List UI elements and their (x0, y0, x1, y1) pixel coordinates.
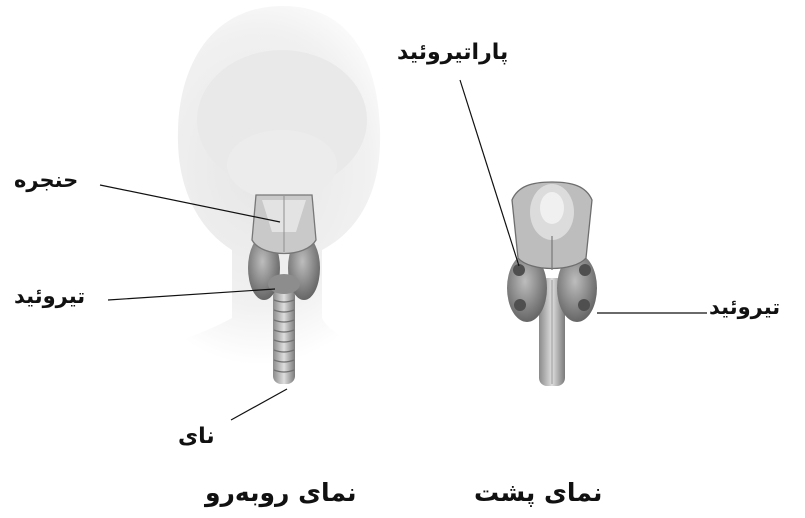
thyroid-back-label: تیروئید (709, 297, 780, 318)
back-view-caption: نمای پشت (474, 480, 602, 505)
parathyroid-label: پاراتیروئید (397, 42, 508, 64)
front-view-caption: نمای روبه‌رو (205, 480, 357, 505)
chin-shading (227, 130, 337, 200)
larynx-label: حنجره (14, 170, 78, 191)
back-view-figure (460, 80, 707, 386)
parathyroid-leader (460, 80, 519, 266)
larynx-front (252, 195, 316, 254)
trachea-label: نای (178, 426, 215, 448)
thyroid-front-label: تیروئید (14, 286, 85, 307)
larynx-back (512, 182, 592, 270)
trachea-leader (231, 389, 287, 420)
trachea-front (273, 288, 295, 384)
front-view-figure (100, 6, 402, 420)
